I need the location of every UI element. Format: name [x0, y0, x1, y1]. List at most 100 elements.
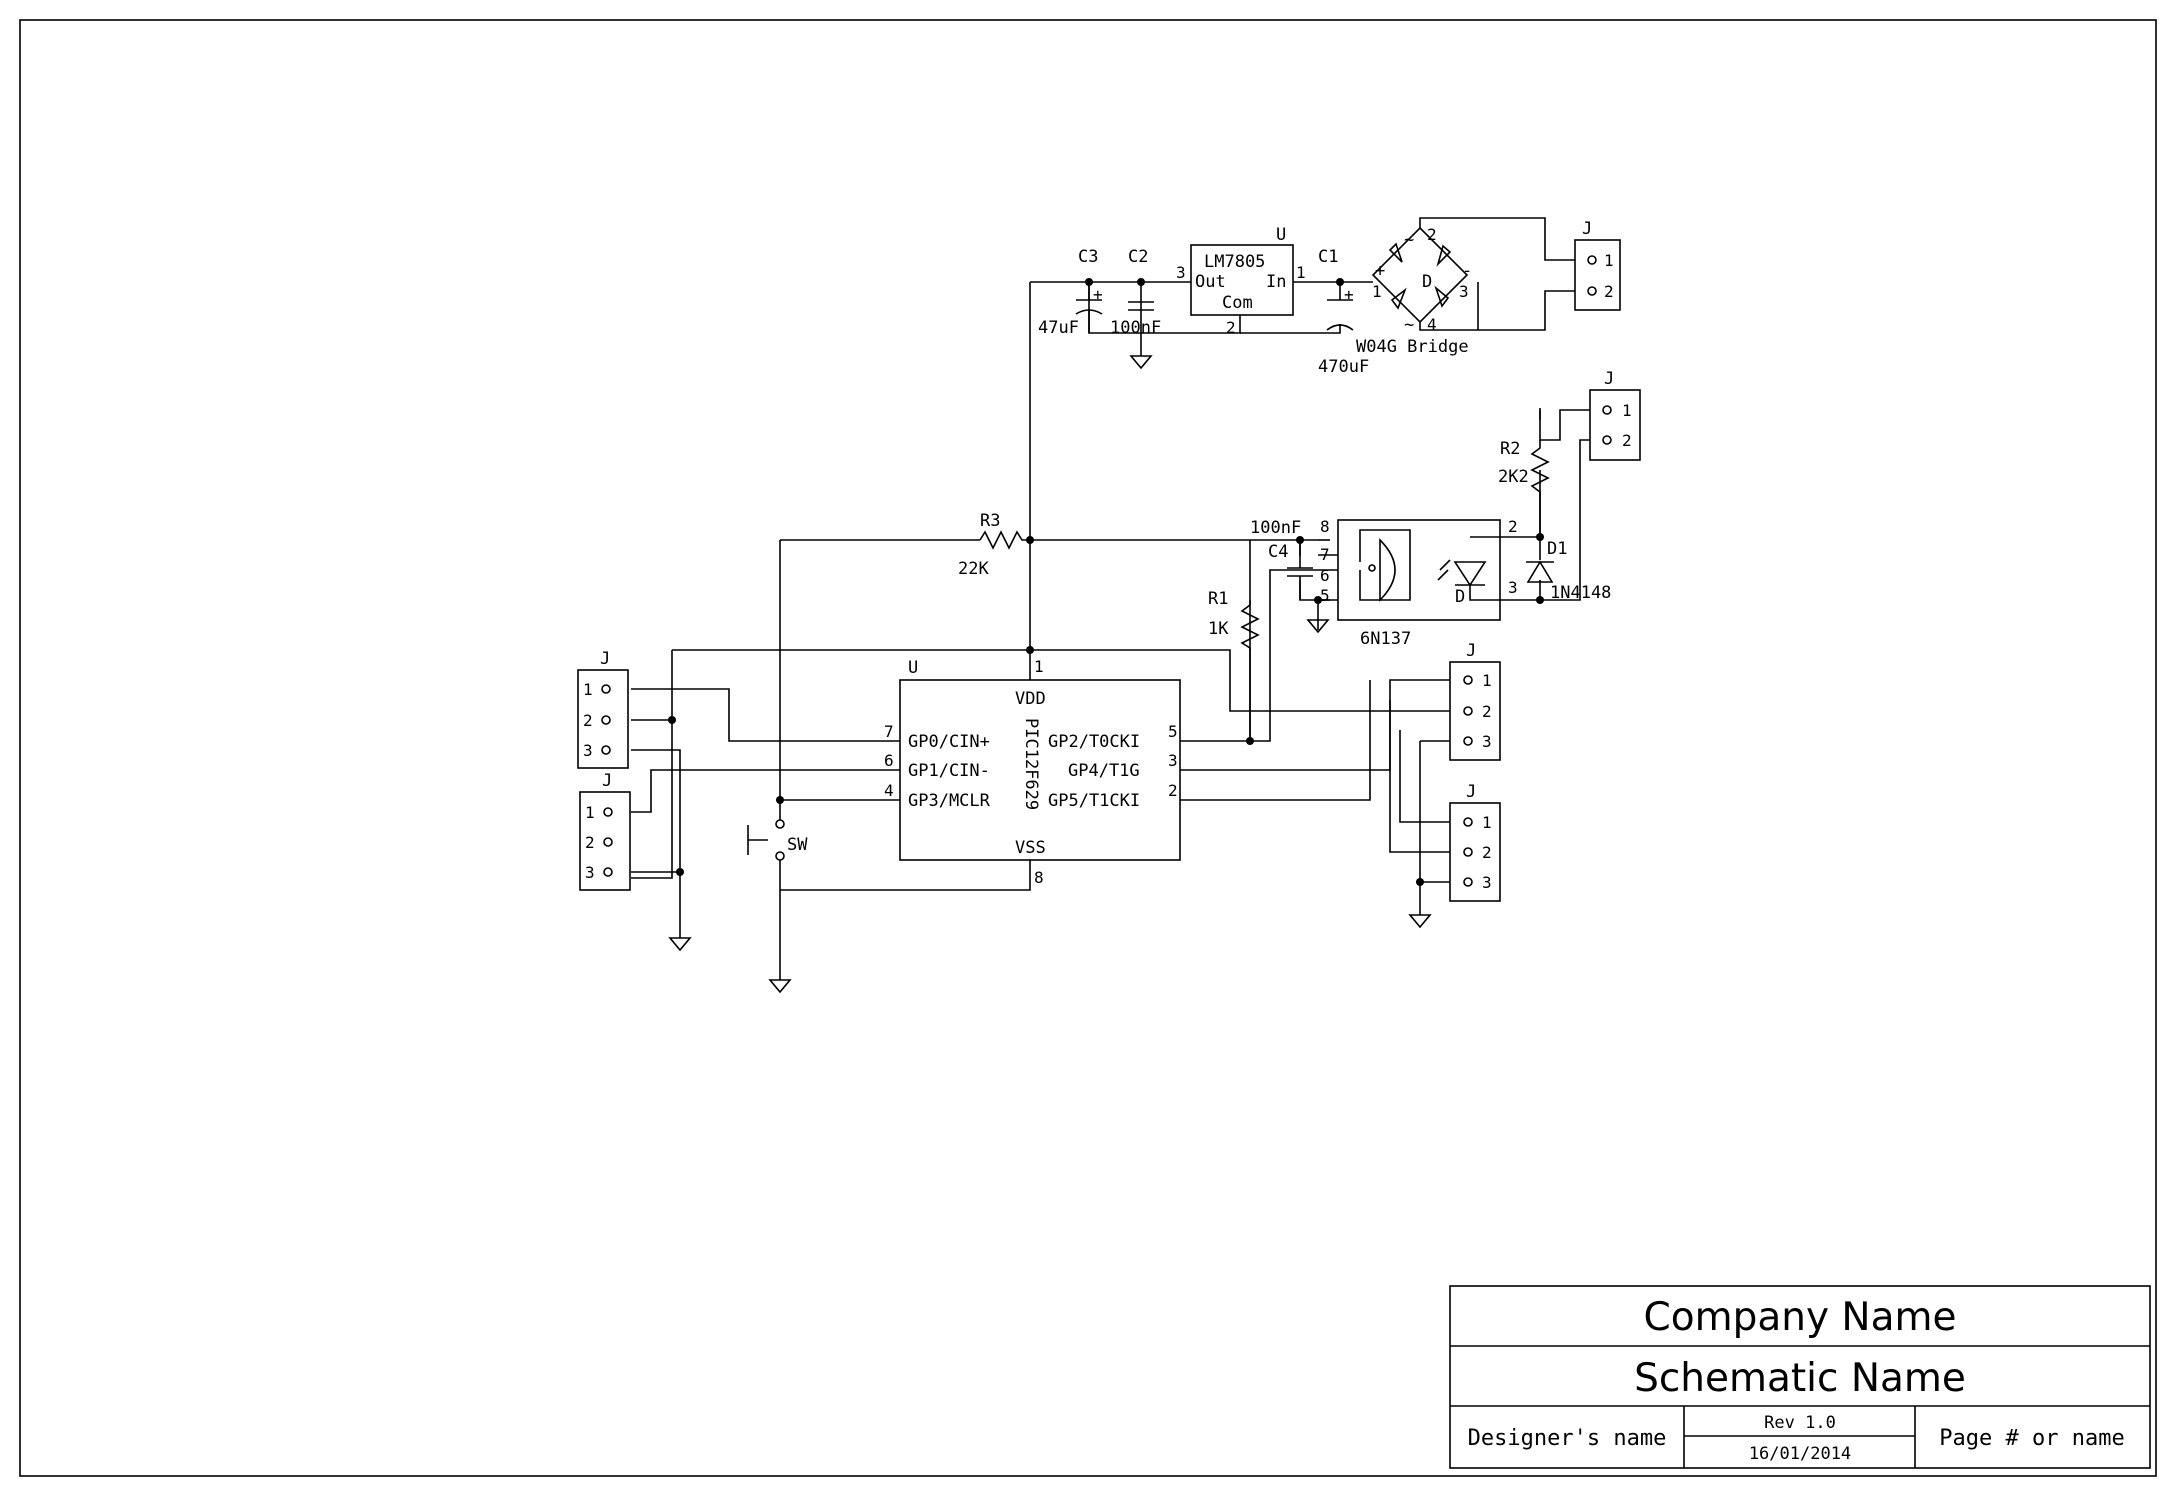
pic-pin-left-name: GP0/CIN+: [908, 732, 990, 752]
bridge-pin4: 4: [1427, 315, 1437, 334]
connector-left-lower: 1 2 3 J: [579, 771, 631, 891]
conn-pin: 3: [583, 741, 593, 760]
conn-ref: J: [600, 649, 610, 669]
conn-pin: 2: [1622, 431, 1632, 450]
conn-pin: 2: [585, 833, 595, 852]
resistor-r2: R2 2K2: [1498, 439, 1550, 537]
revision: Rev 1.0: [1764, 1413, 1836, 1433]
company-name: Company Name: [1644, 1295, 1957, 1340]
c3-value: 47uF: [1038, 318, 1079, 338]
lm7805: U LM7805 Out In Com 3 1 2: [1176, 225, 1306, 337]
conn-pin: 1: [1482, 671, 1492, 690]
bridge-pin2: 2: [1427, 225, 1437, 244]
pic-ref: U: [908, 658, 918, 678]
opto-part: 6N137: [1360, 629, 1411, 649]
bridge-part: W04G Bridge: [1356, 337, 1469, 357]
bridge-plus: +: [1375, 261, 1385, 281]
opto-body: [1337, 519, 1501, 621]
d1-ref: D1: [1547, 539, 1567, 559]
pic-pin-right-name: GP2/T0CKI: [1048, 732, 1140, 752]
r3-value: 22K: [958, 559, 989, 579]
sw-ref: SW: [787, 835, 808, 855]
conn-pin: 2: [583, 711, 593, 730]
conn-ref: J: [1466, 782, 1476, 802]
pushbutton-sw: SW: [747, 800, 808, 861]
bridge-pin3: 3: [1459, 282, 1469, 301]
ground-icon: [768, 979, 792, 994]
opto-pin: 3: [1508, 578, 1518, 597]
reg-ref: U: [1276, 225, 1286, 245]
optocoupler-6n137: 8 7 6 5 2 3 D 6N137: [1320, 517, 1518, 649]
title-block: Company Name Schematic Name Designer's n…: [1449, 1285, 2151, 1469]
conn-pin: 2: [1482, 843, 1492, 862]
junctions: [668, 278, 1544, 886]
capacitor-c2: C2 100nF: [1110, 247, 1161, 338]
c4-value: 100nF: [1250, 518, 1301, 538]
pic-pin-vss-num: 8: [1034, 868, 1044, 887]
sheet-border: [19, 19, 2157, 1477]
conn-pin: 1: [1622, 401, 1632, 420]
opto-pin: 7: [1320, 545, 1330, 564]
conn-ref: J: [1582, 219, 1592, 239]
reg-pin-out: 3: [1176, 263, 1186, 282]
connector-left-upper: 1 2 3 J: [577, 649, 629, 769]
opto-pin: 2: [1508, 517, 1518, 536]
pic-vss-label: VSS: [1015, 838, 1046, 858]
ground-icon: [1129, 355, 1153, 370]
conn-pin: 1: [1604, 251, 1614, 270]
capacitor-c3: + C3 47uF: [1038, 247, 1103, 338]
conn-ref: J: [602, 771, 612, 791]
ground-icon: [1306, 619, 1330, 634]
date: 16/01/2014: [1749, 1444, 1851, 1464]
conn-pin: 1: [585, 803, 595, 822]
bridge-ac: ~: [1404, 230, 1414, 250]
bridge-body: [1371, 226, 1469, 324]
pic-pin-left-num: 6: [884, 751, 894, 770]
reg-pin-com: 2: [1226, 318, 1236, 337]
pic12f629: U VDD VSS 1 8 PIC12F629 GP0/CIN+ GP1/CIN…: [884, 657, 1181, 887]
opto-pin: 6: [1320, 566, 1330, 585]
opto-ref: D: [1455, 587, 1465, 607]
bridge-rectifier: + - ~ ~ 2 3 4 1 D W04G Bridge: [1340, 225, 1472, 357]
capacitor-c4: C4 100nF: [1250, 518, 1313, 600]
c1-ref: C1: [1318, 247, 1338, 267]
conn-pin: 3: [1482, 873, 1492, 892]
pic-pin-left-num: 7: [884, 722, 894, 741]
schematic-name: Schematic Name: [1634, 1356, 1966, 1401]
connector-opto-in: 1 2 J: [1589, 369, 1641, 461]
pic-pin-right-name: GP4/T1G: [1068, 761, 1140, 781]
reg-in-label: In: [1266, 272, 1286, 292]
opto-led-icon: [1453, 561, 1487, 587]
r3-ref: R3: [980, 511, 1000, 531]
pic-pin-left-name: GP3/MCLR: [908, 791, 991, 811]
reg-out-label: Out: [1195, 272, 1226, 292]
connector-right-upper: 1 2 3 J: [1449, 641, 1501, 761]
conn-pin: 1: [583, 680, 593, 699]
pic-pin-right-num: 5: [1168, 722, 1178, 741]
reg-com-label: Com: [1222, 293, 1253, 313]
bridge-ac: ~: [1404, 315, 1414, 335]
c1-plus: +: [1344, 285, 1354, 304]
conn-ref: J: [1604, 369, 1614, 389]
opto-pin: 8: [1320, 517, 1330, 536]
ground-symbols: [668, 340, 1432, 994]
r1-ref: R1: [1208, 589, 1228, 609]
opto-pin: 5: [1320, 586, 1330, 605]
c3-plus: +: [1093, 285, 1103, 304]
reg-body: [1190, 244, 1294, 316]
opto-inverter-icon: [1368, 564, 1376, 572]
conn-pin: 2: [1482, 702, 1492, 721]
reg-part: LM7805: [1204, 252, 1265, 272]
ground-icon: [668, 937, 692, 952]
bridge-pin1: 1: [1372, 282, 1382, 301]
pic-pin-vdd-num: 1: [1034, 657, 1044, 676]
conn-pin: 3: [585, 863, 595, 882]
d1-value: 1N4148: [1550, 583, 1611, 603]
ground-icon: [1408, 914, 1432, 929]
bridge-diode-icon: [1388, 242, 1452, 310]
c2-value: 100nF: [1110, 318, 1161, 338]
pic-vdd-label: VDD: [1015, 689, 1046, 709]
conn-pin: 2: [1604, 282, 1614, 301]
capacitor-c1: + C1 470uF: [1240, 247, 1369, 377]
